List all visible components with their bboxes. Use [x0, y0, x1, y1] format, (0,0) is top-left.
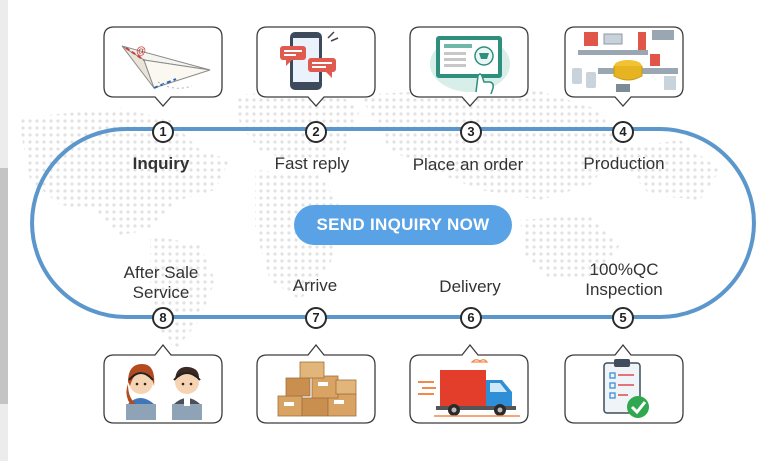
delivery-truck-icon: [418, 359, 520, 417]
step-label-delivery: Delivery: [439, 277, 501, 296]
step-number-3: 3: [460, 121, 482, 143]
step-label-after-sale-line1: After Sale: [123, 263, 199, 282]
online-order-screen-icon: [430, 36, 510, 95]
step-number-1: 1: [152, 121, 174, 143]
svg-text:@: @: [136, 46, 146, 57]
step-label-qc-inspection: 100%QC Inspection: [564, 260, 684, 300]
step-number-2: 2: [305, 121, 327, 143]
step-label-after-sale-line2: Service: [132, 283, 190, 302]
phone-chat-icon: [280, 31, 339, 90]
step-number-5: 5: [612, 307, 634, 329]
step-number-6: 6: [460, 307, 482, 329]
step-number-8: 8: [152, 307, 174, 329]
step-label-arrive: Arrive: [292, 276, 338, 295]
checklist-clipboard-icon: [603, 359, 649, 418]
scrollbar-thumb[interactable]: [0, 168, 8, 404]
step-label-qc-line1: 100%QC: [589, 260, 659, 279]
send-inquiry-button[interactable]: SEND INQUIRY NOW: [294, 205, 512, 245]
step-number-4: 4: [612, 121, 634, 143]
cardboard-boxes-icon: [277, 361, 357, 417]
step-label-fast-reply: Fast reply: [274, 154, 350, 173]
step-label-qc-line2: Inspection: [585, 280, 663, 299]
paper-plane-mail-icon: @: [121, 45, 211, 89]
step-number-7: 7: [305, 307, 327, 329]
step-label-inquiry: Inquiry: [132, 154, 190, 173]
step-label-after-sale: After Sale Service: [101, 263, 221, 303]
step-label-production: Production: [583, 154, 665, 173]
left-scrollbar-strip: [0, 0, 8, 461]
factory-line-icon: [572, 30, 678, 92]
step-label-place-order: Place an order: [412, 155, 524, 174]
support-agents-icon: [126, 364, 202, 420]
